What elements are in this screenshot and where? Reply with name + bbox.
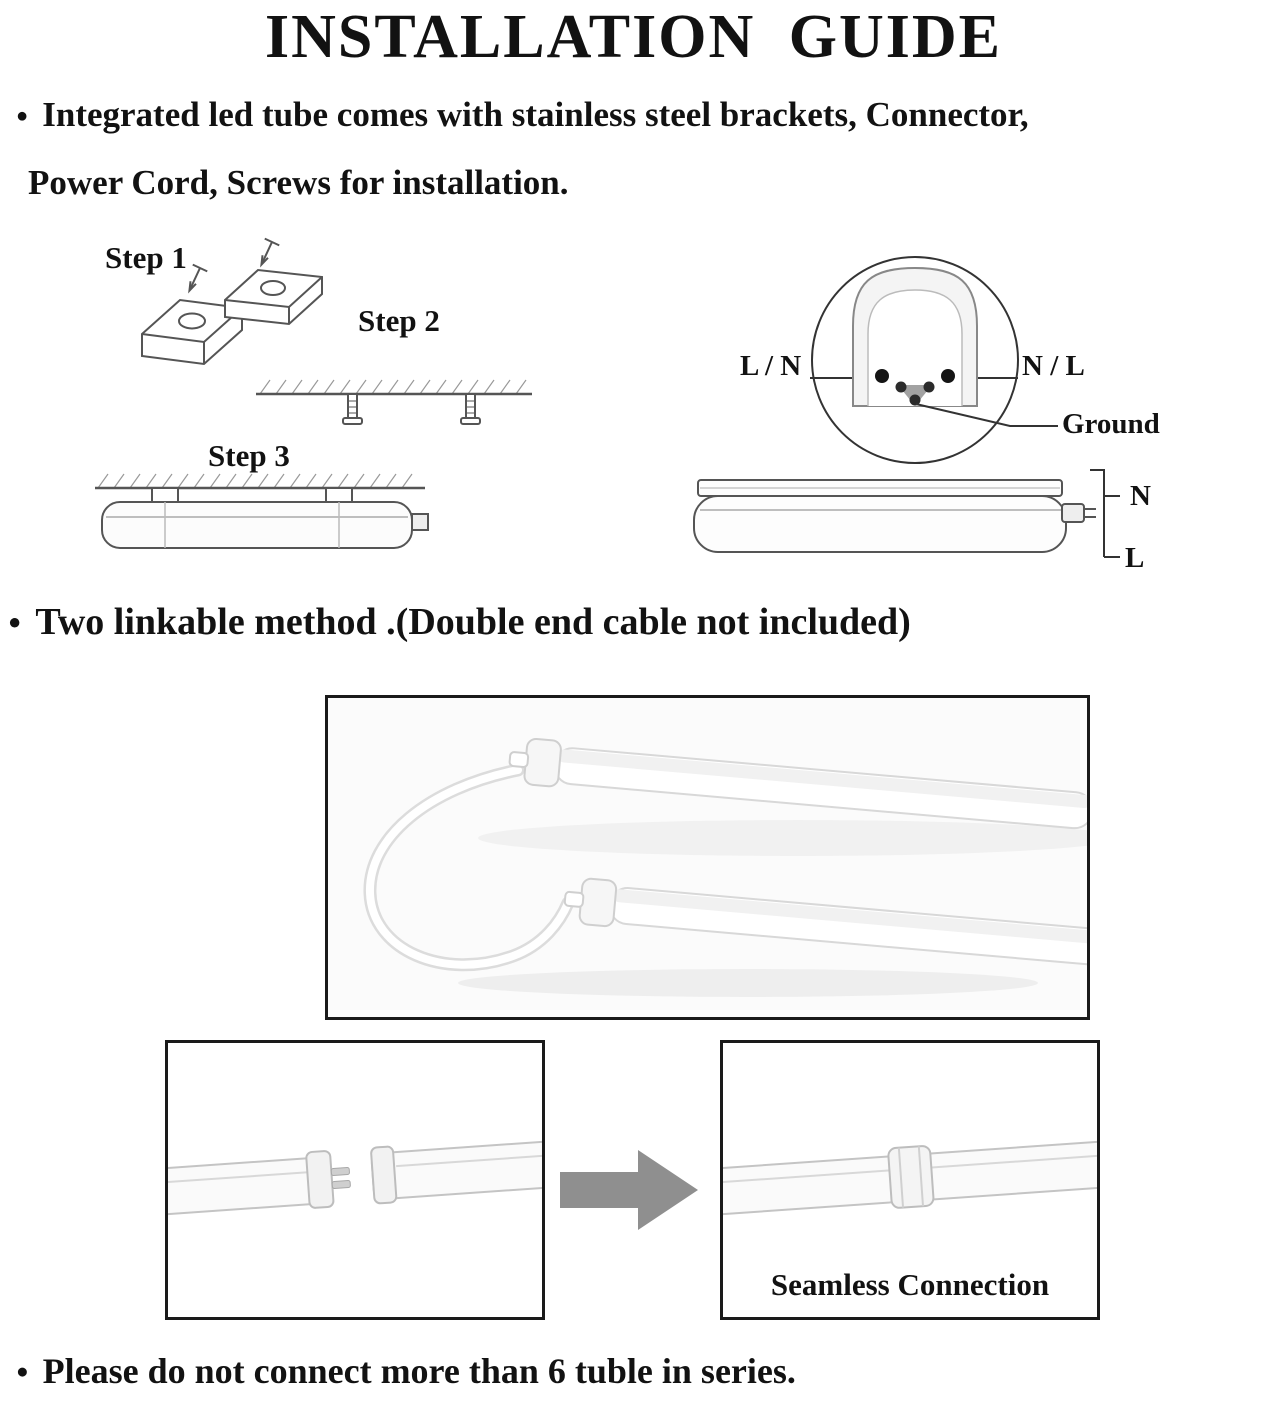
intro-text-line1: ● Integrated led tube comes with stainles… [16, 95, 1029, 135]
installation-diagrams [95, 237, 1120, 558]
upper-tube [508, 737, 1094, 830]
bullet-icon: ● [16, 1359, 29, 1384]
neutral-label: N [1130, 480, 1151, 512]
left-pin-label: L / N [740, 350, 802, 382]
right-pin-label: N / L [1022, 350, 1085, 382]
step2-illustration [256, 379, 532, 425]
lower-tube [563, 877, 1109, 966]
tube-side-view [693, 469, 1120, 558]
wiring-detail-circle [810, 256, 1058, 464]
page-title: INSTALLATION GUIDE [264, 3, 1003, 71]
seamless-connection-box: Seamless Connection [701, 1040, 1125, 1320]
arrow-right-icon [560, 1150, 698, 1230]
seamless-connection-illustration [701, 1043, 1125, 1317]
step3-illustration [95, 473, 429, 549]
step3-label: Step 3 [208, 438, 290, 473]
intro-text-line2: Power Cord, Screws for installation. [28, 163, 569, 202]
seamless-connection-label: Seamless Connection [770, 1267, 1050, 1302]
step1-illustration [141, 237, 323, 366]
linking-photo-frame [325, 695, 1118, 1020]
live-label: L [1125, 542, 1145, 574]
linkable-heading: ● Two linkable method .(Double end cable … [8, 600, 911, 644]
bullet-icon: ● [16, 104, 29, 127]
step2-label: Step 2 [358, 303, 440, 338]
linking-photo [328, 698, 1118, 1017]
connector-detail-box [146, 1040, 575, 1320]
step1-label: Step 1 [105, 240, 187, 275]
ground-label: Ground [1062, 408, 1160, 440]
intro-line1-text: Integrated led tube comes with stainless… [42, 95, 1029, 134]
bullet-icon: ● [8, 609, 22, 635]
connector-detail-illustration [146, 1043, 575, 1317]
linkable-heading-text: Two linkable method .(Double end cable n… [35, 601, 911, 643]
footer-warning: ● Please do not connect more than 6 tuble… [16, 1350, 796, 1392]
footer-warning-text: Please do not connect more than 6 tuble … [42, 1351, 796, 1391]
